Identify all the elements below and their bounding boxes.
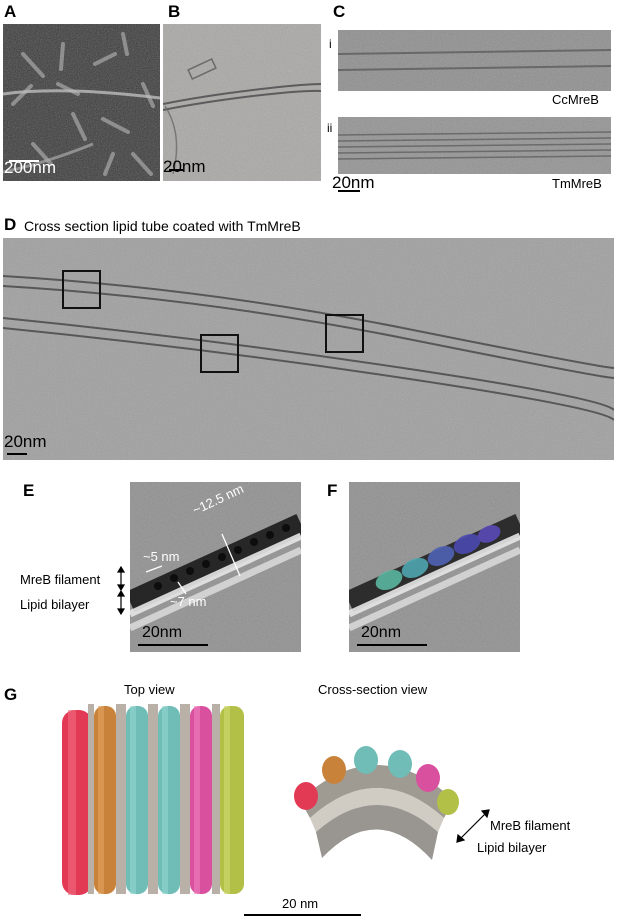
panel-a-scale-bar (9, 160, 39, 162)
panel-d-scale-label: 20nm (4, 432, 47, 451)
panel-d-label: D (4, 215, 17, 234)
panel-d-tomogram: 20nm (3, 238, 614, 460)
panel-e-zoom: ~5 nm ~12.5 nm ~7 nm 20nm (130, 482, 301, 652)
panel-f-zoom: 20nm (349, 482, 520, 652)
panel-g-scale-label: 20 nm (282, 896, 319, 911)
panel-e-lipid-label: Lipid bilayer (20, 597, 90, 612)
panel-g-top-view-label: Top view (124, 682, 175, 697)
panel-e-scale-bar (138, 644, 208, 646)
panel-a-scale-label: 200nm (4, 158, 56, 177)
panel-e-dist-5: ~5 nm (143, 549, 180, 564)
panel-a-label: A (4, 2, 17, 21)
panel-e-mreb-label: MreB filament (20, 572, 101, 587)
panel-c-name-i: CcMreB (552, 92, 599, 107)
panel-b-label: B (168, 2, 181, 21)
panel-b-scale-label: 20nm (163, 157, 206, 176)
panel-c-name-ii: TmMreB (552, 176, 602, 191)
panel-c-i-micrograph (338, 30, 611, 91)
panel-g-top-view-render (62, 704, 244, 895)
panel-c-scale-label: 20nm (332, 173, 375, 192)
panel-g-arrows (456, 809, 490, 843)
panel-g-cross-section-render (294, 746, 459, 860)
panel-d-scale-bar (7, 453, 27, 455)
panel-g-mreb-label: MreB filament (490, 818, 571, 833)
panel-g-cross-view-label: Cross-section view (318, 682, 428, 697)
panel-b-micrograph: 20nm (163, 24, 321, 181)
panel-e-scale-label: 20nm (142, 624, 183, 641)
panel-c-ii-micrograph (338, 117, 611, 174)
panel-g-label: G (4, 685, 18, 704)
panel-g-lipid-label: Lipid bilayer (477, 840, 547, 855)
panel-b-scale-bar (169, 169, 183, 171)
panel-f-label: F (327, 481, 338, 500)
panel-g-scale-bar (244, 914, 361, 916)
panel-d-title: Cross section lipid tube coated with TmM… (24, 218, 301, 234)
panel-c-sub-ii: ii (327, 121, 333, 135)
panel-a-micrograph: 200nm (3, 24, 160, 181)
panel-e-dist-7: ~7 nm (170, 594, 207, 609)
panel-c-sub-i: i (329, 37, 332, 51)
panel-f-scale-bar (357, 644, 427, 646)
panel-c-label: C (333, 2, 346, 21)
panel-c-scale-bar (338, 190, 360, 192)
panel-f-scale-label: 20nm (361, 624, 402, 641)
panel-e-bracket-arrows (116, 566, 126, 616)
panel-e-label: E (23, 481, 35, 500)
